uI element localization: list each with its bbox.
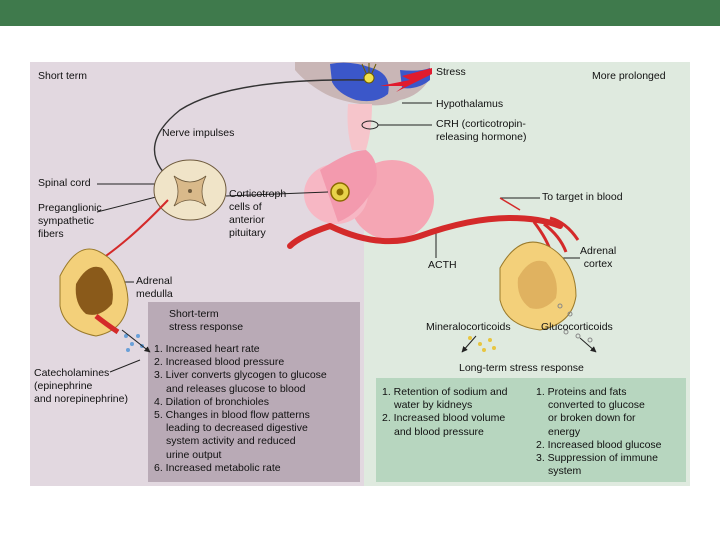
acth-label: ACTH <box>428 259 457 271</box>
corticotroph-leader <box>225 191 329 197</box>
preganglionic-leader <box>96 195 161 213</box>
adrenal-gland-cortex <box>499 241 577 331</box>
list-item: system <box>548 465 582 478</box>
long-term-response-title: Long-term stress response <box>459 362 584 374</box>
list-item: and blood pressure <box>394 425 484 438</box>
stress-bolt-icon <box>380 68 432 92</box>
list-item: energy <box>548 425 581 438</box>
list-item: urine output <box>166 448 222 461</box>
list-item: 2. Increased blood pressure <box>154 356 285 369</box>
mineralocorticoid-arrow <box>461 335 477 353</box>
stress-label: Stress <box>436 66 466 78</box>
to-target-label: To target in blood <box>542 191 623 203</box>
glucocorticoids-label: Glucocorticoids <box>541 321 613 333</box>
mineralocorticoids-label: Mineralocorticoids <box>426 321 511 333</box>
glucocorticoid-effects-list: 1. Proteins and fats converted to glucos… <box>536 386 662 478</box>
long-term-response-box <box>376 378 686 482</box>
catecholamine-arrow <box>121 329 151 353</box>
hypothalamus-label: Hypothalamus <box>436 98 504 110</box>
crh-pointer <box>361 120 379 130</box>
pituitary-gland <box>304 104 434 240</box>
blood-vessel <box>287 214 563 249</box>
list-item: or broken down for <box>548 412 636 425</box>
stress-neuron <box>361 63 377 84</box>
list-item: leading to decreased digestive <box>166 422 308 435</box>
list-item: 1. Proteins and fats <box>536 386 627 398</box>
short-term-response-box <box>148 302 360 482</box>
hypothalamus-region <box>295 62 430 106</box>
glucocorticoid-arrow <box>579 337 597 353</box>
spinal-cord <box>153 159 227 221</box>
catecholamine-dots <box>124 334 144 352</box>
list-item: water by kidneys <box>394 399 473 412</box>
list-item: 4. Dilation of bronchioles <box>154 395 269 408</box>
list-item: 5. Changes in blood flow patterns <box>154 409 310 422</box>
adrenal-gland-medulla <box>59 248 129 337</box>
nerve-impulse-path <box>153 79 365 187</box>
medulla-vessel <box>94 314 120 335</box>
short-term-label: Short term <box>38 70 88 82</box>
more-prolonged-label: More prolonged <box>592 70 666 82</box>
list-item: 1. Increased heart rate <box>154 343 260 355</box>
target-blood-arrow <box>499 197 521 211</box>
list-item: 6. Increased metabolic rate <box>154 461 281 474</box>
mineralocorticoid-effects-list: 1. Retention of sodium and water by kidn… <box>382 386 508 439</box>
list-item: system activity and reduced <box>166 435 296 448</box>
list-item: converted to glucose <box>548 399 645 412</box>
catecholamine-leader <box>109 359 141 373</box>
nerve-impulses-label: Nerve impulses <box>162 127 235 139</box>
list-item: 2. Increased blood volume <box>382 412 506 425</box>
crh-label: CRH (corticotropin-releasing hormone) <box>436 118 527 143</box>
list-item: 3. Liver converts glycogen to glucose <box>154 369 327 382</box>
glucocorticoid-dots <box>557 303 593 343</box>
list-item: 3. Suppression of immune <box>536 452 658 465</box>
short-term-effects-list: 1. Increased heart rate 2. Increased blo… <box>154 343 327 475</box>
corticotroph-nucleus <box>336 188 344 196</box>
list-item: 2. Increased blood glucose <box>536 438 662 451</box>
list-item: and releases glucose to blood <box>166 382 306 395</box>
header-bar <box>0 0 720 26</box>
list-item: 1. Retention of sodium and <box>382 386 508 398</box>
mineralocorticoid-dots <box>468 336 496 352</box>
spinal-cord-label: Spinal cord <box>38 177 91 189</box>
